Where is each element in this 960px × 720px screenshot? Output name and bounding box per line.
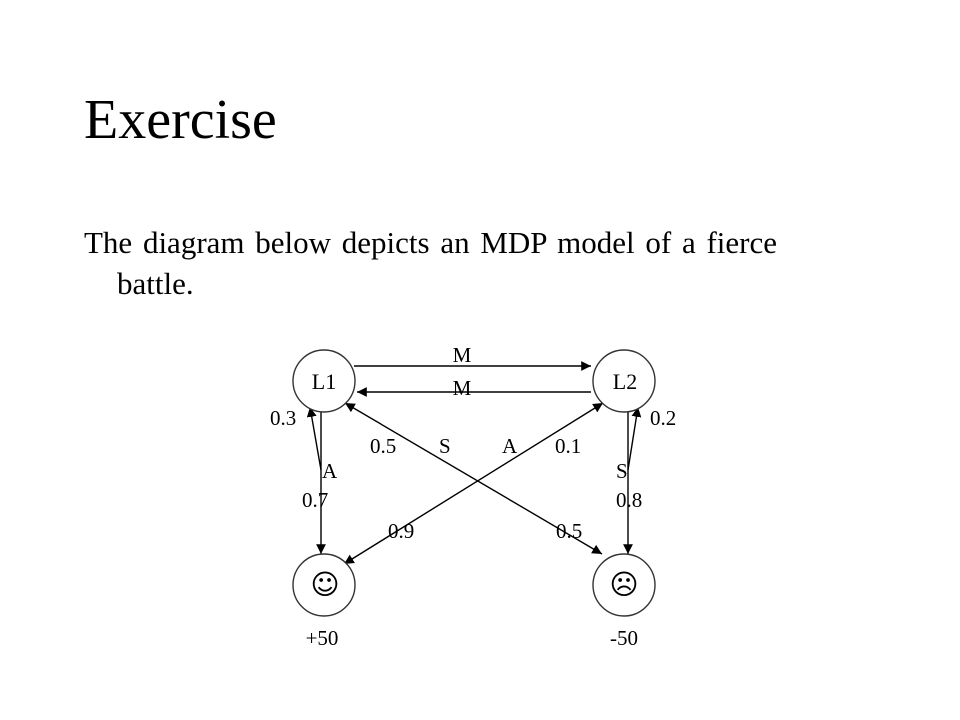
state-node-l1 bbox=[292, 349, 356, 413]
label-cross-to-lose-prob: 0.5 bbox=[556, 519, 582, 543]
slide-body-text: The diagram below depicts an MDP model o… bbox=[84, 225, 777, 301]
node-label-l1: L1 bbox=[312, 369, 336, 394]
label-l1-self-prob: 0.3 bbox=[270, 406, 296, 430]
label-l2-attack-action: A bbox=[502, 434, 518, 458]
edge-l2-attack-to-win bbox=[343, 402, 604, 565]
label-move-top: M bbox=[453, 343, 472, 367]
label-l2-self-prob: 0.2 bbox=[650, 406, 676, 430]
reward-win: +50 bbox=[306, 626, 339, 650]
slide-title: Exercise bbox=[84, 89, 277, 151]
state-node-l2 bbox=[592, 349, 656, 413]
edge-l2-self-loop bbox=[627, 406, 642, 471]
label-l1-sneak-action: S bbox=[439, 434, 451, 458]
label-cross-to-win-prob: 0.9 bbox=[388, 519, 414, 543]
node-label-l2: L2 bbox=[613, 369, 637, 394]
smiley-icon: ☺ bbox=[310, 568, 339, 601]
label-l2-sneak-action: S bbox=[616, 459, 628, 483]
edge-l1-self-loop bbox=[306, 406, 322, 471]
reward-lose: -50 bbox=[610, 626, 638, 650]
label-l1-sneak-prob: 0.5 bbox=[370, 434, 396, 458]
label-l1-attack-prob: 0.7 bbox=[302, 488, 328, 512]
label-move-bottom: M bbox=[453, 376, 472, 400]
state-node-lose bbox=[592, 553, 656, 617]
frowny-icon: ☹ bbox=[609, 568, 638, 601]
label-l1-attack-action: A bbox=[322, 459, 338, 483]
label-l2-attack-prob: 0.1 bbox=[555, 434, 581, 458]
state-node-win bbox=[292, 553, 356, 617]
label-l2-sneak-prob: 0.8 bbox=[616, 488, 642, 512]
